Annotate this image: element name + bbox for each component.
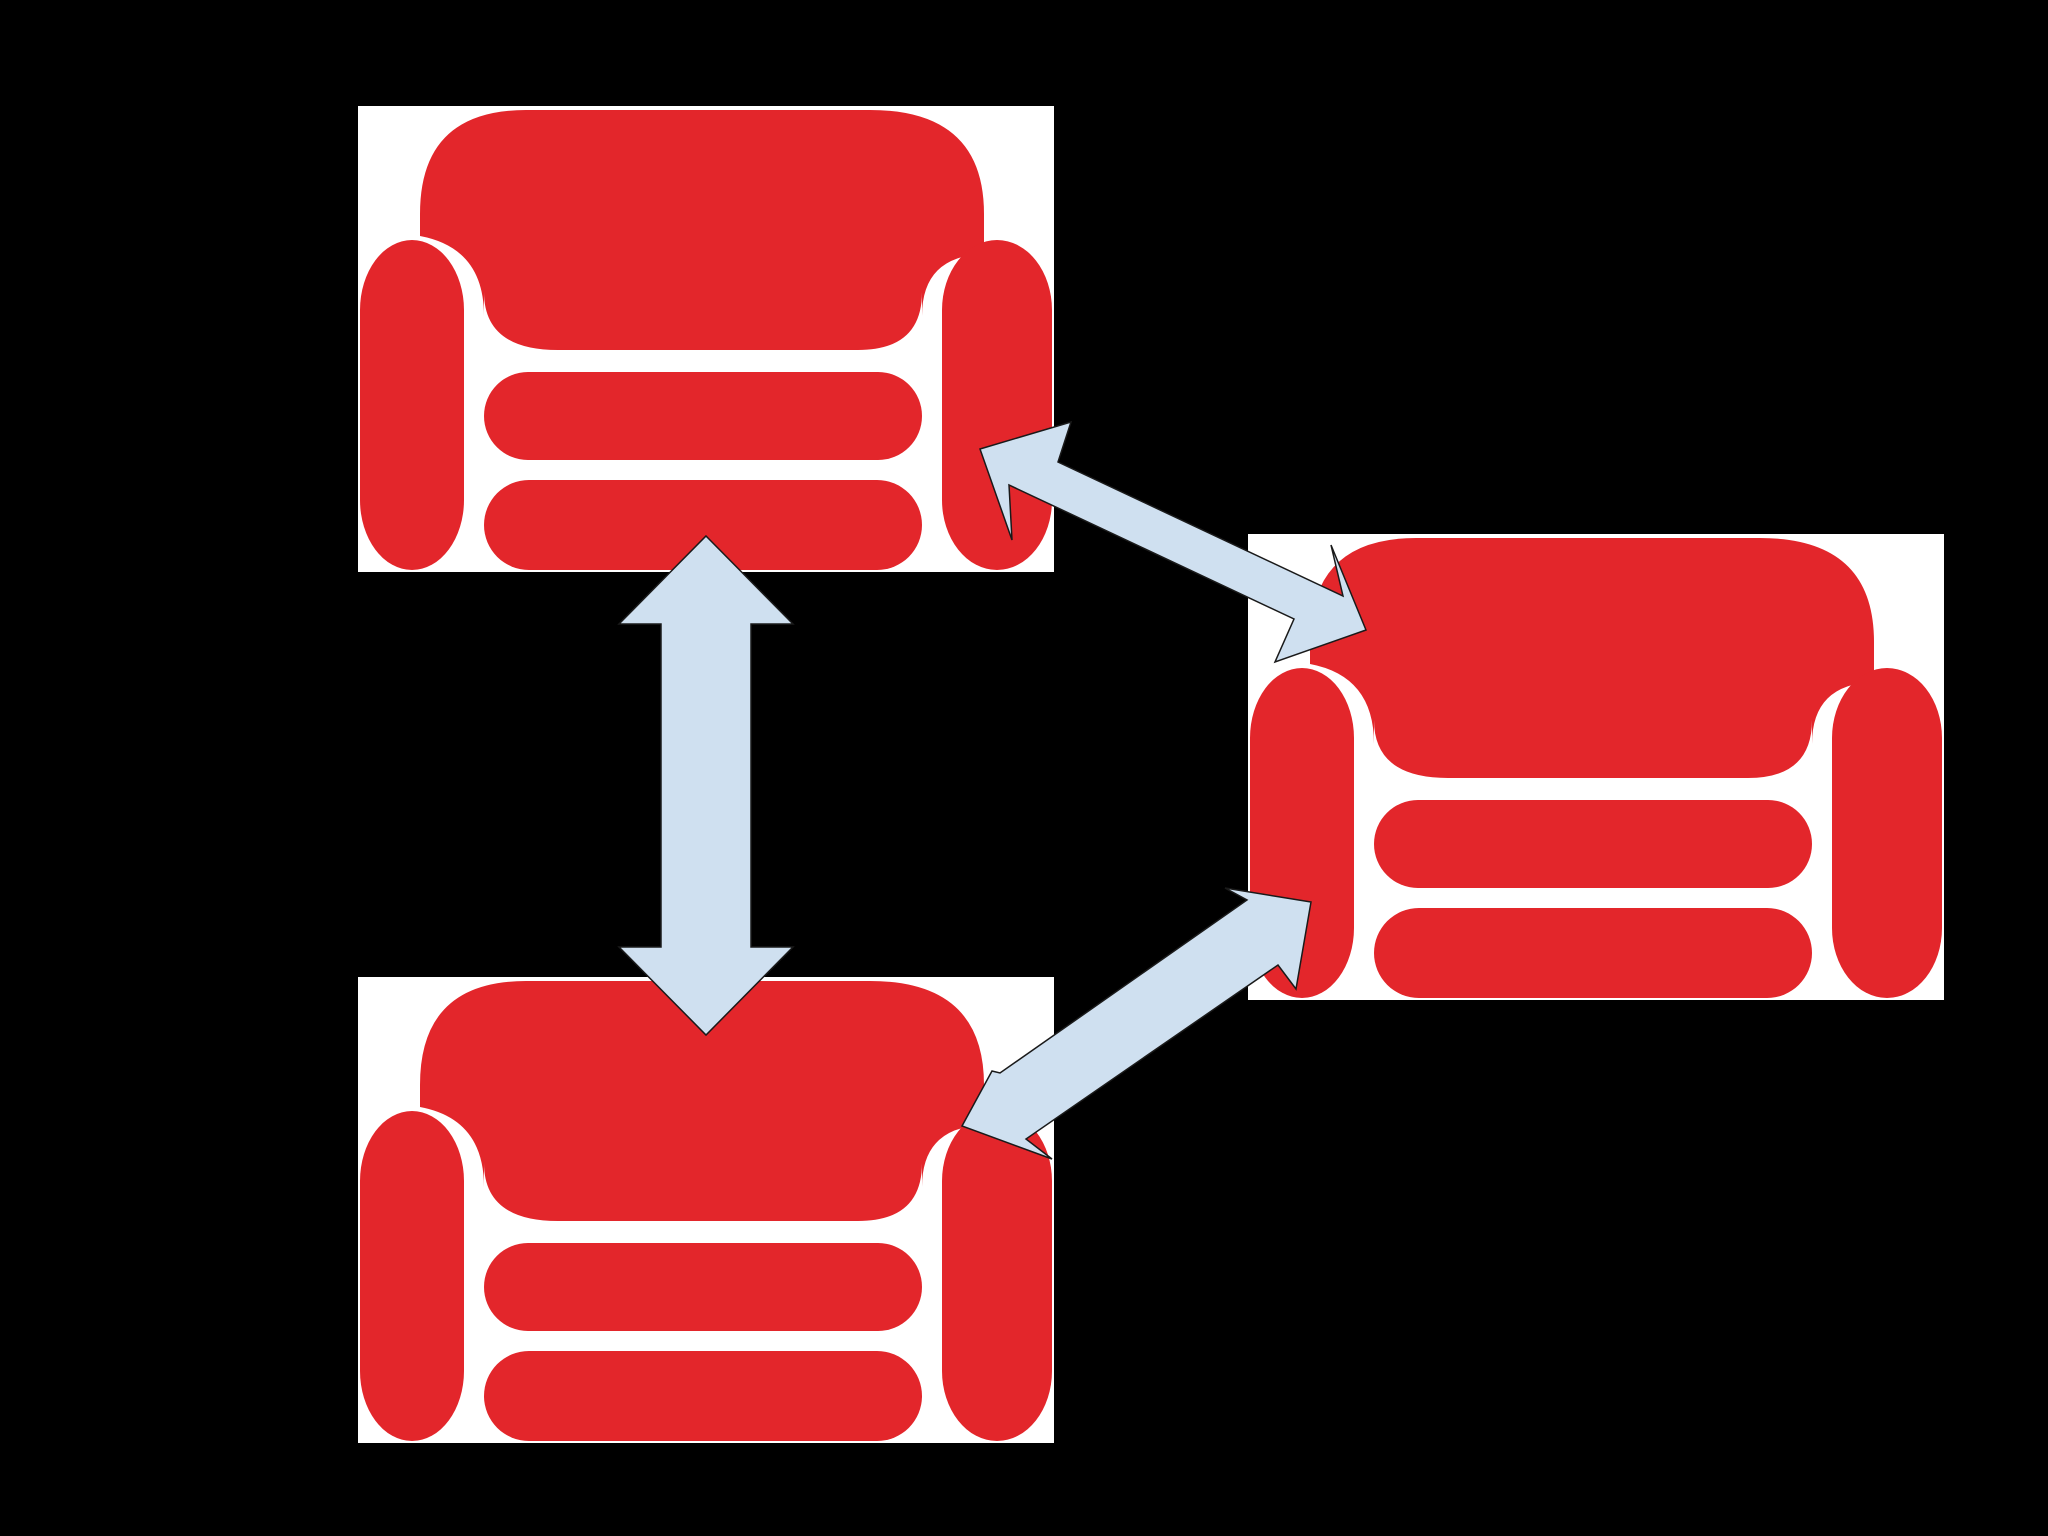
arrow-top-left-to-right [979, 420, 1367, 664]
couch-icon [358, 977, 1054, 1443]
couch-node-bottom-left [358, 977, 1054, 1443]
arrow-top-left-to-bottom-left [617, 534, 795, 1037]
couch-node-top-left [358, 106, 1054, 572]
couch-icon [358, 106, 1054, 572]
arrow-bottom-left-to-right [960, 887, 1312, 1160]
